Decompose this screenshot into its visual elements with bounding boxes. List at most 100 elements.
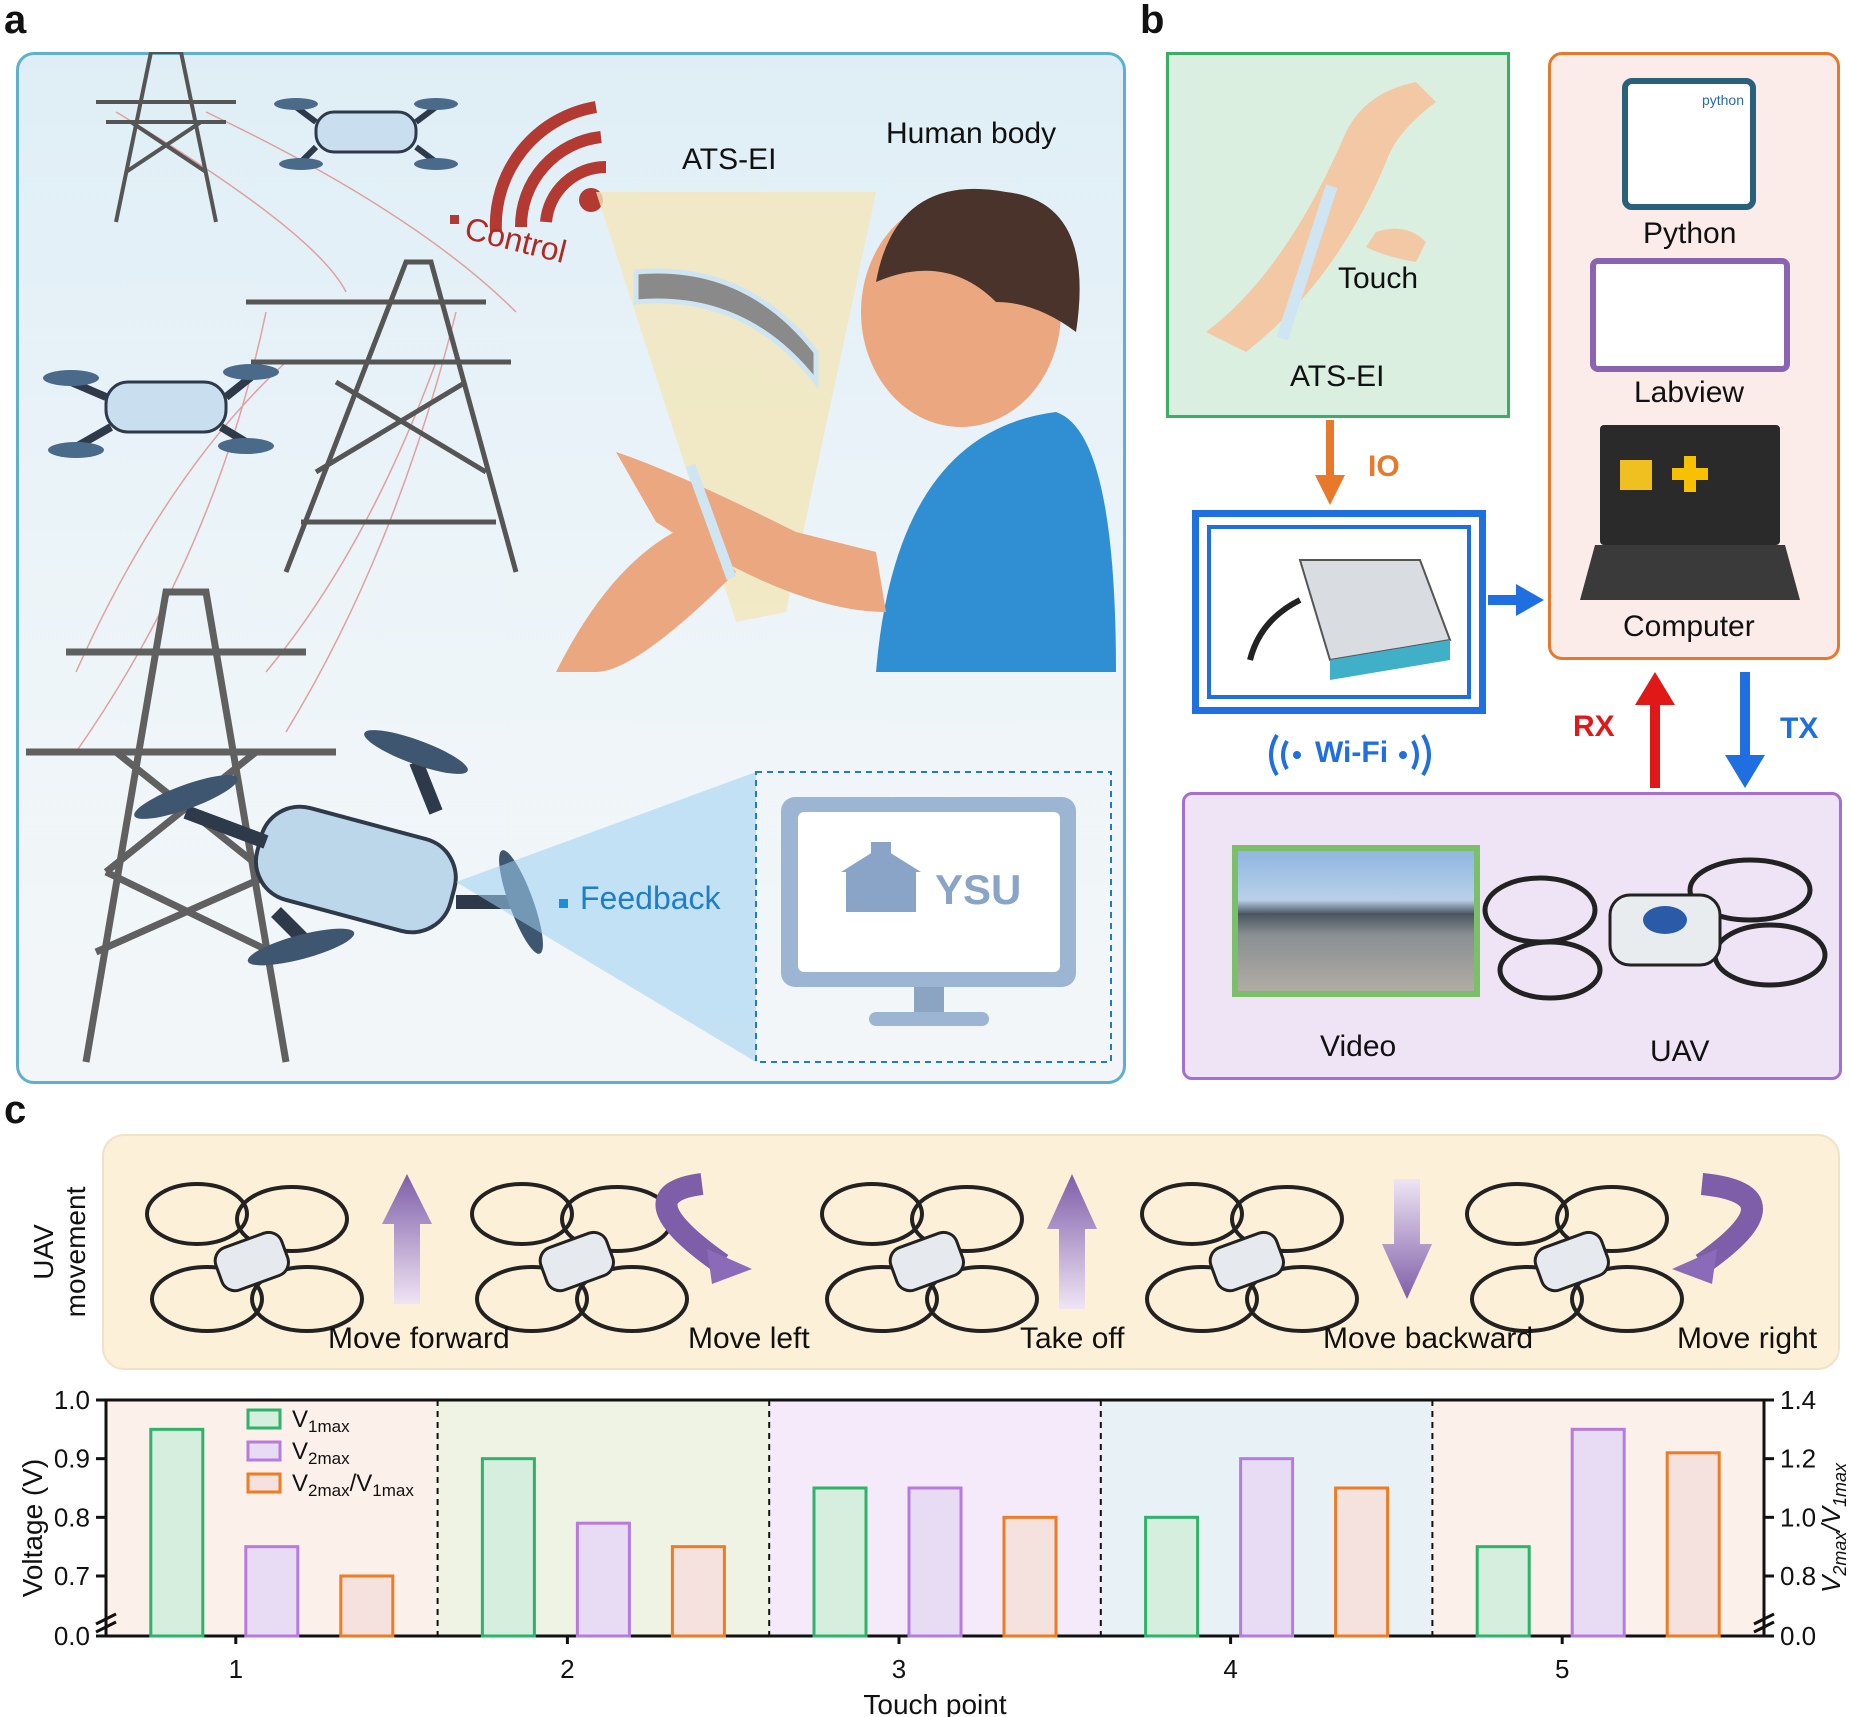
- axis-break-mark: [95, 1612, 117, 1626]
- bar-v2max-v1max: [670, 1545, 726, 1638]
- axis-break-mark: [1753, 1620, 1775, 1634]
- x-tick-label: 3: [892, 1654, 906, 1684]
- uav-movement-label-line2: movement: [60, 1186, 91, 1318]
- x-tick-label: 1: [229, 1654, 243, 1684]
- y2-tick-label: 1.2: [1780, 1444, 1816, 1474]
- y-axis-label: Voltage (V): [17, 1459, 48, 1598]
- bar-v2max: [244, 1545, 300, 1638]
- python-screen-icon: python: [1622, 78, 1756, 210]
- uav-movement-axis-label: UAV movement: [20, 1134, 100, 1370]
- sensor-film: [633, 268, 819, 390]
- wifi-signal-icon: [489, 101, 607, 233]
- uav-movement-illustrations: [145, 1173, 1763, 1333]
- y2-tick-label: 0.0: [1780, 1621, 1816, 1651]
- x-tick-label: 5: [1555, 1654, 1569, 1684]
- y2-axis-label: V2max/V1max: [1816, 1462, 1850, 1593]
- tx-label: TX: [1780, 712, 1819, 745]
- panel-letter-c: c: [4, 1088, 27, 1132]
- drone-icon: [134, 730, 543, 966]
- uav-drone-icon: [1482, 857, 1828, 1001]
- bar-v2max-v1max: [1334, 1486, 1390, 1638]
- panel-a-illustration: [26, 52, 1116, 1063]
- power-tower-icon: [26, 588, 336, 1063]
- voltage-bar-chart: 0.0 0.7 0.8 0.9 1.0 0.0 0.8 1.0 1.2 1.4 1 2 3 4 5Touch…: [17, 1385, 1850, 1717]
- uav-movement-label-line1: UAV: [28, 1224, 59, 1280]
- wifi-label: Wi-Fi: [1315, 736, 1389, 769]
- video-thumbnail: [1232, 845, 1480, 997]
- legend-label: V2max/V1max: [292, 1470, 414, 1500]
- feedback-beam: [456, 772, 756, 1062]
- rx-label: RX: [1573, 710, 1615, 743]
- legend-label: V1max: [292, 1406, 350, 1436]
- bar-v1max: [1144, 1515, 1200, 1638]
- drone-icon: [274, 98, 458, 170]
- computer-label: Computer: [1623, 610, 1755, 643]
- arm-illustration: [1206, 82, 1436, 352]
- drone-icon: [43, 364, 279, 458]
- y2-tick-label: 0.8: [1780, 1561, 1816, 1591]
- legend-swatch: [246, 1472, 282, 1494]
- bar-v2max: [1239, 1457, 1295, 1638]
- legend-label: V2max: [292, 1438, 350, 1468]
- movement-label-right: Move right: [1677, 1322, 1818, 1355]
- bar-v1max: [480, 1457, 536, 1638]
- feedback-label: Feedback: [580, 880, 721, 916]
- panel-letter-b: b: [1140, 0, 1165, 42]
- y-tick-label: 0.0: [54, 1621, 90, 1651]
- bullet-icon: [450, 215, 459, 224]
- legend-swatch: [246, 1440, 282, 1462]
- x-axis-label: Touch point: [863, 1689, 1006, 1717]
- x-tick-label: 4: [1223, 1654, 1237, 1684]
- y-tick-label: 1.0: [54, 1385, 90, 1415]
- labview-label: Labview: [1634, 376, 1745, 409]
- movement-label-backward: Move backward: [1323, 1322, 1534, 1355]
- monitor-icon: [781, 797, 1076, 1026]
- movement-label-forward: Move forward: [328, 1322, 510, 1355]
- bar-v1max: [1475, 1545, 1531, 1638]
- ats-ei-label-b: ATS-EI: [1290, 360, 1385, 393]
- tx-arrow-icon: [1725, 672, 1765, 788]
- y2-tick-label: 1.0: [1780, 1502, 1816, 1532]
- school-building-icon: [841, 842, 921, 912]
- bar-v2max: [1570, 1427, 1626, 1638]
- bar-v1max: [149, 1427, 205, 1638]
- data-arrow-icon: [1488, 584, 1544, 616]
- y-tick-label: 0.8: [54, 1502, 90, 1532]
- bar-v2max: [575, 1521, 631, 1638]
- human-figure: [556, 188, 1116, 672]
- bar-v2max: [907, 1486, 963, 1638]
- bullet-icon: [559, 899, 568, 908]
- bar-v2max-v1max: [1665, 1451, 1721, 1638]
- panel-letter-a: a: [4, 0, 27, 42]
- io-arrow-icon: [1315, 420, 1345, 505]
- x-tick-label: 2: [560, 1654, 574, 1684]
- daq-device-icon: [1247, 559, 1452, 680]
- legend-swatch: [246, 1408, 282, 1430]
- labview-screen-icon: [1590, 258, 1790, 372]
- bar-v2max-v1max: [1002, 1515, 1058, 1638]
- axis-break-mark: [95, 1620, 117, 1634]
- rx-arrow-icon: [1635, 672, 1675, 788]
- monitor-text: YSU: [935, 866, 1022, 913]
- touch-label: Touch: [1338, 262, 1419, 295]
- axis-break-mark: [1753, 1612, 1775, 1626]
- movement-label-left: Move left: [688, 1322, 810, 1355]
- python-label: Python: [1643, 217, 1737, 250]
- movement-label-takeoff: Take off: [1020, 1322, 1125, 1355]
- y2-tick-label: 1.4: [1780, 1385, 1816, 1415]
- video-label: Video: [1320, 1030, 1397, 1063]
- io-label: IO: [1368, 450, 1400, 483]
- power-tower-icon: [96, 52, 236, 223]
- bar-v2max-v1max: [339, 1574, 395, 1638]
- laptop-icon: [1580, 425, 1800, 600]
- ats-ei-label: ATS-EI: [682, 143, 777, 176]
- wifi-icon: [1269, 733, 1431, 777]
- uav-label: UAV: [1650, 1035, 1710, 1068]
- y-tick-label: 0.7: [54, 1561, 90, 1591]
- bar-v1max: [812, 1486, 868, 1638]
- feedback-dashed-box: [755, 771, 1112, 1063]
- power-tower-icon: [246, 259, 519, 573]
- human-body-label: Human body: [886, 117, 1057, 150]
- ats-ei-box: [1166, 52, 1510, 418]
- y-tick-label: 0.9: [54, 1444, 90, 1474]
